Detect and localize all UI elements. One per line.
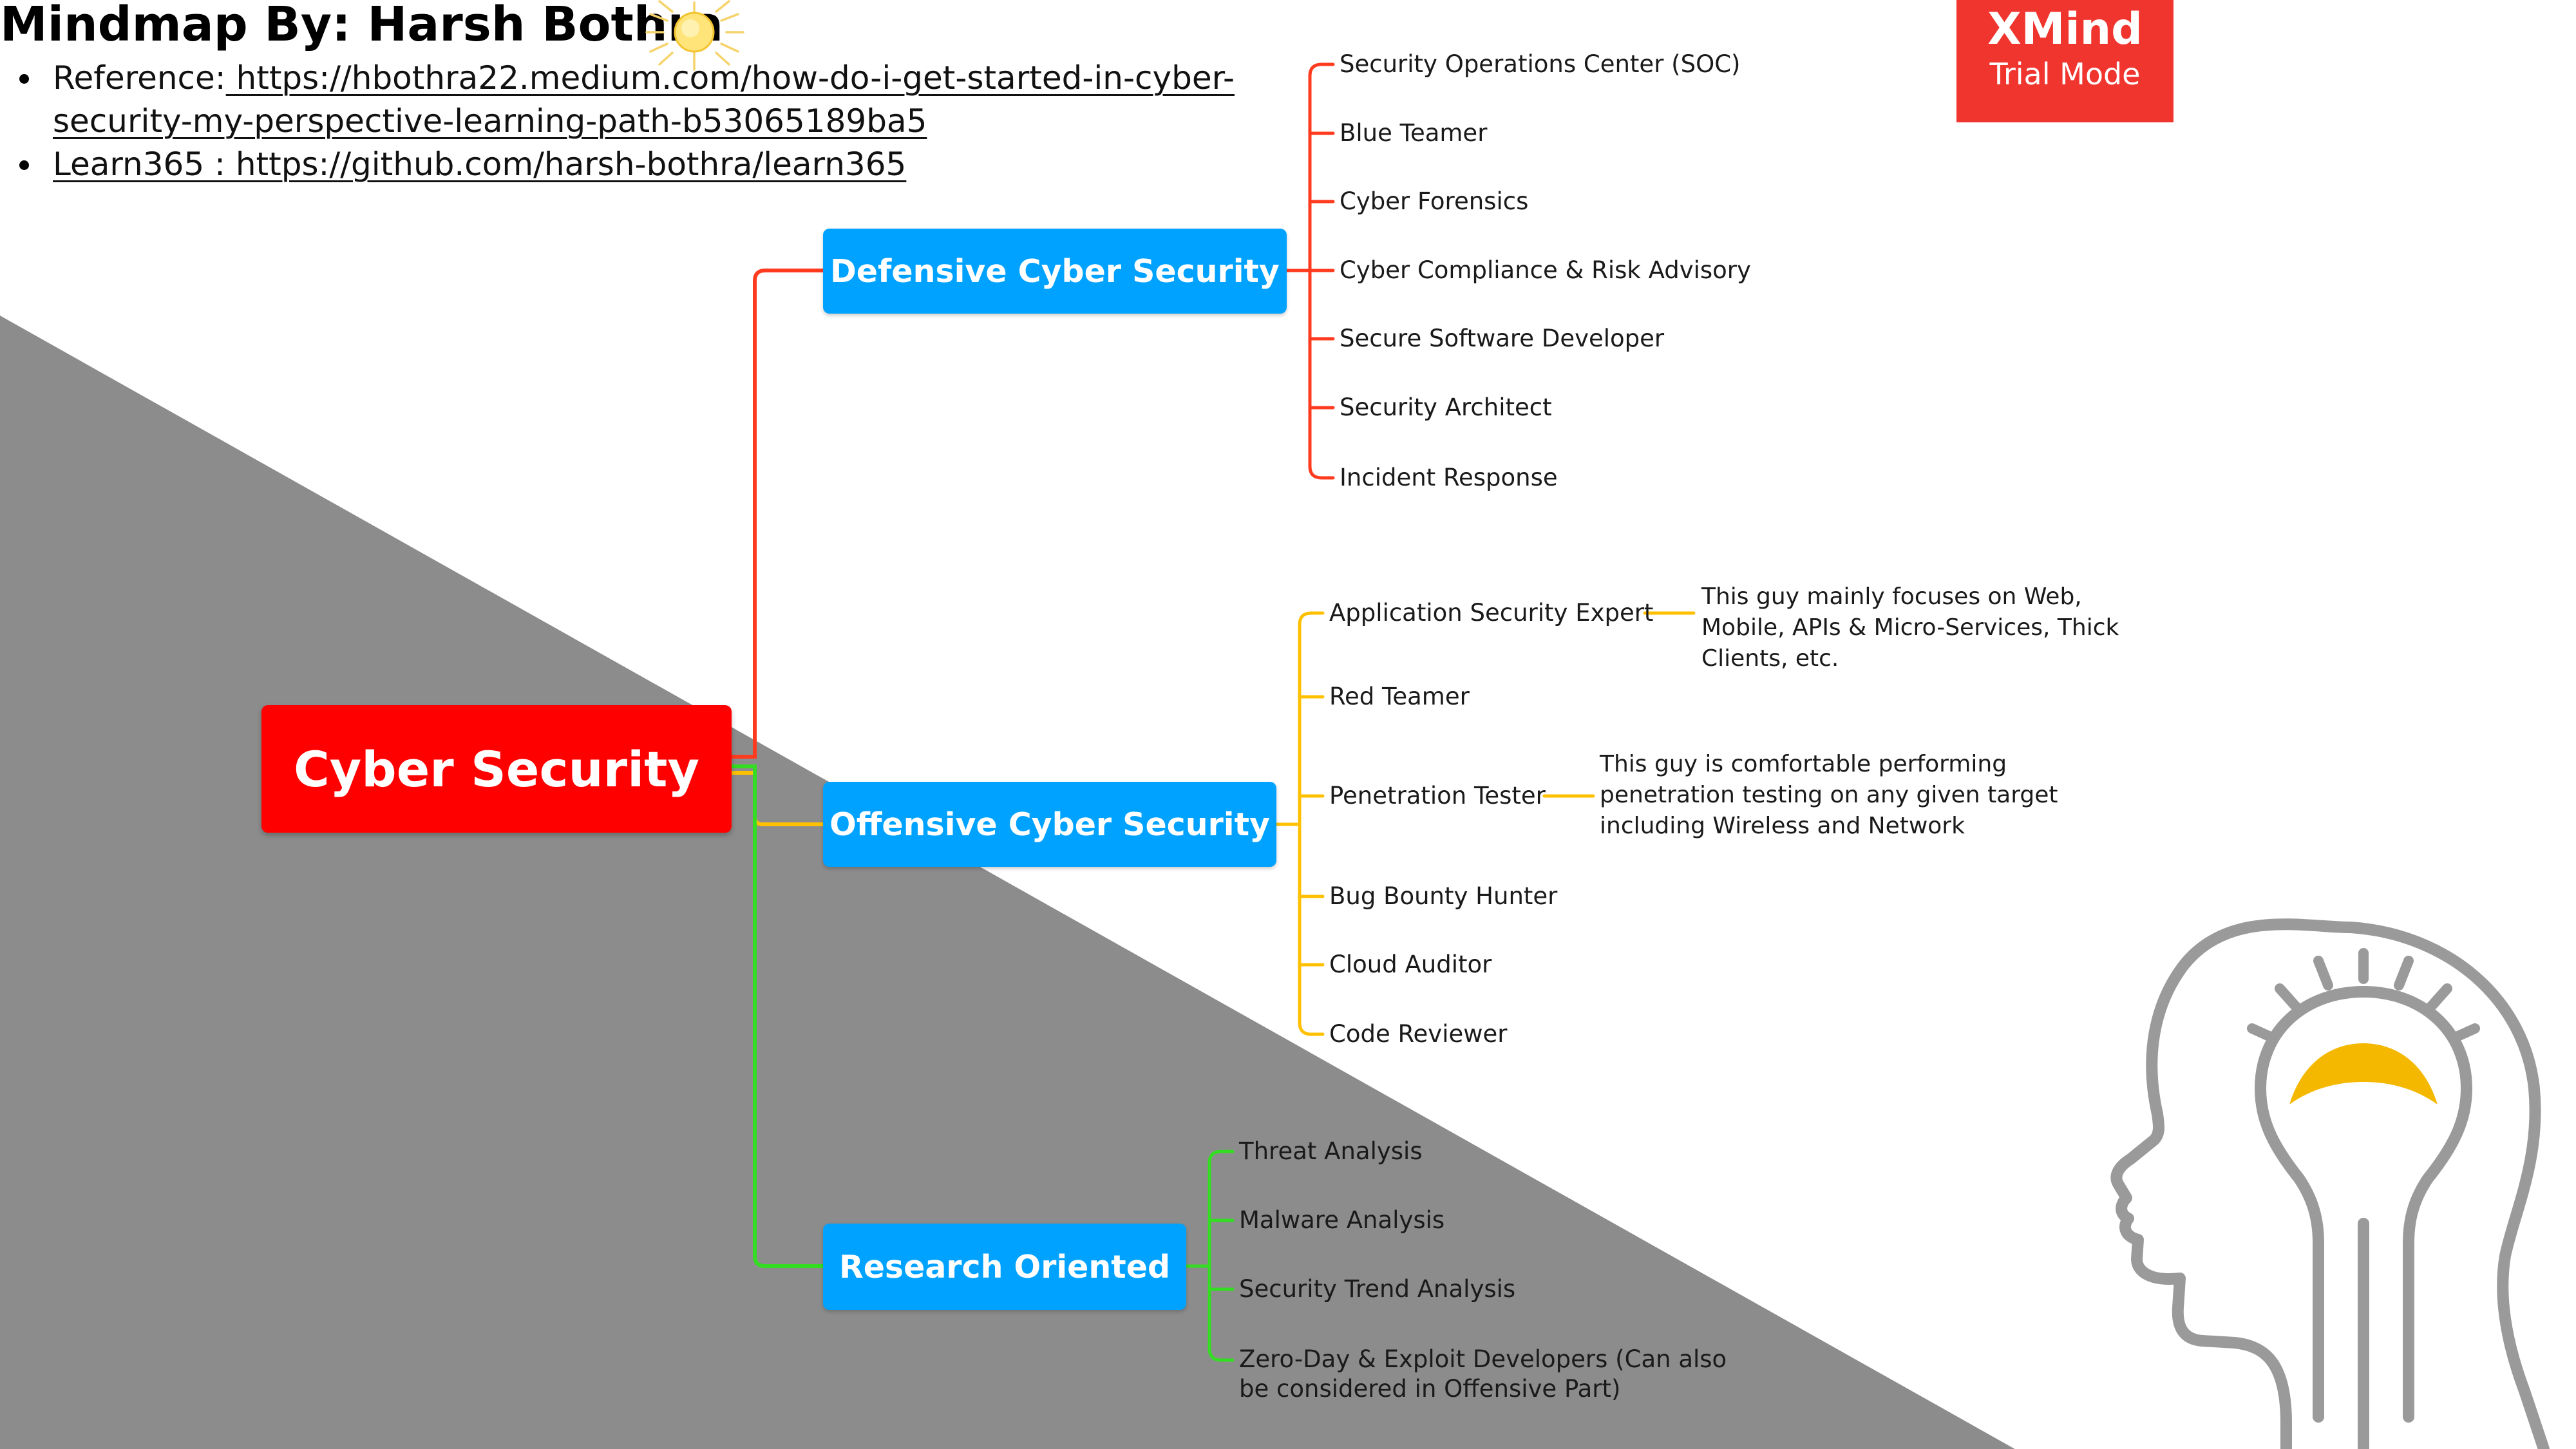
leaf-blue-teamer[interactable]: Blue Teamer — [1340, 119, 1488, 147]
reference-item: Learn365 : https://github.com/harsh-both… — [19, 143, 1315, 186]
leaf-security-trend-analysis[interactable]: Security Trend Analysis — [1239, 1275, 1516, 1303]
leaf-secure-software-dev[interactable]: Secure Software Developer — [1340, 325, 1665, 352]
leaf-bug-bounty-hunter[interactable]: Bug Bounty Hunter — [1329, 882, 1558, 910]
page-title: Mindmap By: Harsh Bothra — [0, 0, 724, 52]
research-leaf-connectors — [1184, 1150, 1235, 1362]
reference-link-medium[interactable]: https://hbothra22.medium.com/how-do-i-ge… — [53, 59, 1235, 140]
leaf-soc[interactable]: Security Operations Center (SOC) — [1340, 50, 1741, 78]
connector-root-research — [730, 764, 825, 1268]
leaf-malware-analysis[interactable]: Malware Analysis — [1239, 1206, 1445, 1234]
note-penetration-tester: This guy is comfortable performing penet… — [1600, 751, 2058, 839]
leaf-threat-analysis[interactable]: Threat Analysis — [1239, 1137, 1423, 1165]
defensive-leaf-connectors — [1285, 62, 1335, 480]
leaf-appsec-expert[interactable]: Application Security Expert — [1329, 599, 1654, 627]
reference-label: Reference: — [53, 59, 226, 97]
xmind-watermark: XMind Trial Mode — [1956, 0, 2174, 122]
branch-node-offensive[interactable]: Offensive Cyber Security — [823, 782, 1276, 867]
reference-link-learn365[interactable]: Learn365 : https://github.com/harsh-both… — [53, 146, 907, 183]
leaf-compliance-risk[interactable]: Cyber Compliance & Risk Advisory — [1340, 256, 1751, 284]
leaf-zero-day-exploit-dev[interactable]: Zero-Day & Exploit Developers (Can also … — [1239, 1345, 1727, 1403]
leaf-red-teamer[interactable]: Red Teamer — [1329, 683, 1470, 710]
note-appsec-expert: This guy mainly focuses on Web, Mobile, … — [1701, 583, 2119, 672]
reference-item: Reference: https://hbothra22.medium.com/… — [19, 57, 1315, 143]
branch-node-defensive[interactable]: Defensive Cyber Security — [823, 229, 1287, 314]
root-node[interactable]: Cyber Security — [261, 705, 732, 833]
branch-node-research[interactable]: Research Oriented — [823, 1224, 1186, 1310]
leaf-cloud-auditor[interactable]: Cloud Auditor — [1329, 951, 1492, 978]
leaf-security-architect[interactable]: Security Architect — [1340, 393, 1552, 421]
leaf-incident-response[interactable]: Incident Response — [1340, 464, 1558, 491]
reference-list: Reference: https://hbothra22.medium.com/… — [19, 57, 1315, 186]
leaf-penetration-tester[interactable]: Penetration Tester — [1329, 782, 1546, 810]
watermark-brand: XMind — [1987, 4, 2143, 55]
leaf-code-reviewer[interactable]: Code Reviewer — [1329, 1020, 1508, 1048]
connector-root-defensive — [730, 269, 825, 759]
offensive-leaf-connectors — [1274, 611, 1696, 1036]
leaf-cyber-forensics[interactable]: Cyber Forensics — [1340, 187, 1529, 215]
watermark-mode: Trial Mode — [1989, 57, 2141, 91]
